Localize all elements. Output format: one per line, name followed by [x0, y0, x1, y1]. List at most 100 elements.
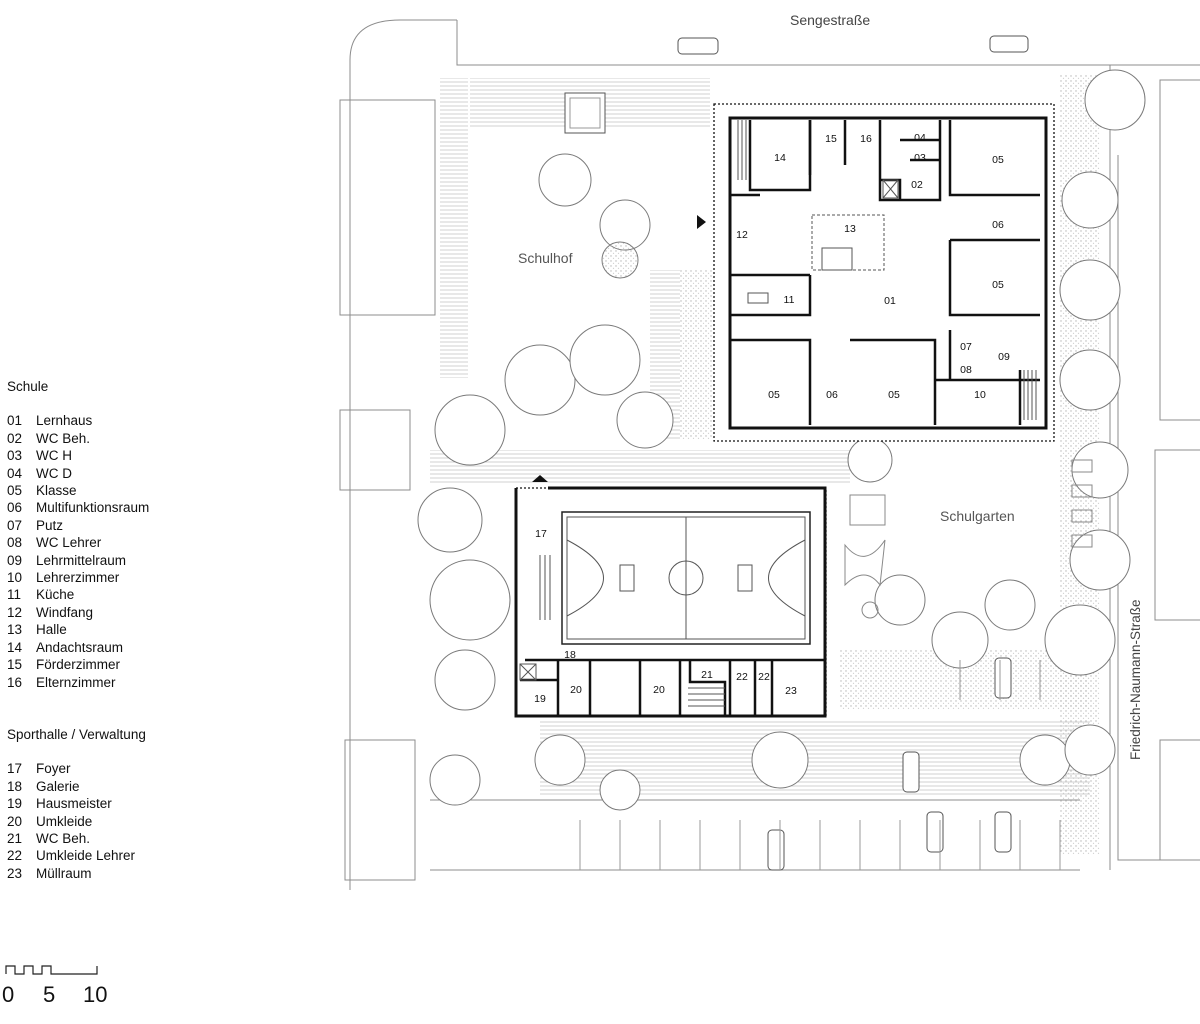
legend-label: Lehrmittelraum [36, 552, 127, 568]
scale-label-5: 5 [43, 982, 56, 1007]
scale-bar: 0 5 10 [2, 962, 107, 1007]
room-num-20a: 20 [570, 684, 582, 696]
garden-elements [844, 459, 1093, 619]
legend-row: 23 Müllraum [7, 865, 146, 882]
legend-row: 02 WC Beh. [7, 430, 149, 447]
legend-row: 03 WC H [7, 447, 149, 464]
legend-label: Umkleide Lehrer [36, 848, 136, 864]
legend-row: 07 Putz [7, 517, 149, 534]
legend-num: 04 [7, 465, 23, 481]
room-num-09: 09 [998, 351, 1010, 363]
legend-row: 20 Umkleide [7, 813, 146, 830]
legend-label: Andachtsraum [36, 639, 124, 655]
legend-row: 08 WC Lehrer [7, 534, 149, 551]
legend-row: 05 Klasse [7, 482, 149, 499]
legend-num: 09 [7, 552, 23, 568]
room-num-18: 18 [564, 649, 576, 661]
room-numbers: 01 02 03 04 05 05 05 05 06 06 07 08 09 1… [534, 132, 1010, 705]
legend-label: Windfang [36, 604, 94, 620]
legend-row: 06 Multifunktionsraum [7, 499, 149, 516]
legend-label: WC Beh. [36, 430, 91, 446]
room-num-22b: 22 [758, 671, 770, 683]
area-label-schoolyard: Schulhof [518, 250, 573, 266]
legend-num: 08 [7, 535, 23, 551]
room-num-20b: 20 [653, 684, 665, 696]
area-label-garden: Schulgarten [940, 508, 1015, 524]
legend-school-heading: Schule [7, 379, 49, 394]
pavilion [564, 92, 606, 134]
legend-label: Multifunktionsraum [36, 500, 150, 516]
legend-label: WC D [36, 465, 72, 481]
legend-row: 15 Förderzimmer [7, 656, 149, 673]
school-building [713, 103, 1055, 442]
room-num-23: 23 [785, 685, 797, 697]
legend-num: 06 [7, 500, 23, 516]
legend-num: 17 [7, 761, 23, 777]
cars [677, 35, 1029, 871]
legend-num: 18 [7, 778, 23, 794]
legend-label: Putz [36, 517, 64, 533]
legend-num: 14 [7, 639, 23, 655]
legend-label: Müllraum [36, 865, 92, 881]
legend-label: WC H [36, 448, 72, 464]
room-num-07: 07 [960, 341, 972, 353]
legend-label: Förderzimmer [36, 657, 121, 673]
legend-num: 22 [7, 848, 23, 864]
room-num-19: 19 [534, 693, 546, 705]
legend-label: Küche [36, 587, 75, 603]
room-num-05a: 05 [992, 154, 1004, 166]
legend-label: WC Lehrer [36, 535, 102, 551]
legend-label: Galerie [36, 778, 80, 794]
room-num-01: 01 [884, 295, 896, 307]
room-num-15: 15 [825, 133, 837, 145]
room-num-06a: 06 [992, 219, 1004, 231]
room-num-11: 11 [784, 294, 795, 306]
legend-label: Umkleide [36, 813, 93, 829]
street-label-east: Friedrich-Naumann-Straße [1128, 599, 1143, 760]
room-num-08: 08 [960, 364, 972, 376]
legend-sports-heading: Sporthalle / Verwaltung [7, 727, 146, 742]
legend-num: 13 [7, 622, 23, 638]
legend-label: WC Beh. [36, 831, 91, 847]
room-num-14: 14 [774, 152, 786, 164]
legend-label: Foyer [36, 761, 71, 777]
room-num-10: 10 [974, 389, 986, 401]
legend-row: 17 Foyer [7, 760, 146, 777]
room-num-03: 03 [914, 152, 926, 164]
legend-num: 03 [7, 448, 23, 464]
legend-label: Elternzimmer [36, 674, 116, 690]
room-num-05d: 05 [888, 389, 900, 401]
legend-num: 02 [7, 430, 23, 446]
room-num-05c: 05 [768, 389, 780, 401]
legend-num: 20 [7, 813, 23, 829]
room-num-22a: 22 [736, 671, 748, 683]
legend-label: Klasse [36, 483, 77, 499]
legend-row: 09 Lehrmittelraum [7, 552, 149, 569]
legend-num: 23 [7, 865, 23, 881]
room-num-17: 17 [535, 528, 547, 540]
legend-num: 10 [7, 570, 23, 586]
scale-label-10: 10 [83, 982, 108, 1007]
legend-row: 10 Lehrerzimmer [7, 569, 149, 586]
street-label-north: Sengestraße [790, 12, 870, 28]
legend-label: Lehrerzimmer [36, 570, 120, 586]
room-num-13: 13 [844, 223, 856, 235]
room-num-06b: 06 [826, 389, 838, 401]
legend-num: 05 [7, 483, 23, 499]
room-num-02: 02 [911, 179, 923, 191]
room-num-04: 04 [914, 132, 926, 144]
legend-num: 16 [7, 674, 23, 690]
room-num-16: 16 [860, 133, 872, 145]
legend-num: 15 [7, 657, 23, 673]
legend-row: 04 WC D [7, 465, 149, 482]
legend-num: 19 [7, 796, 23, 812]
room-num-21: 21 [701, 669, 713, 681]
legend-num: 07 [7, 517, 23, 533]
legend-row: 14 Andachtsraum [7, 639, 149, 656]
room-num-12: 12 [736, 229, 748, 241]
